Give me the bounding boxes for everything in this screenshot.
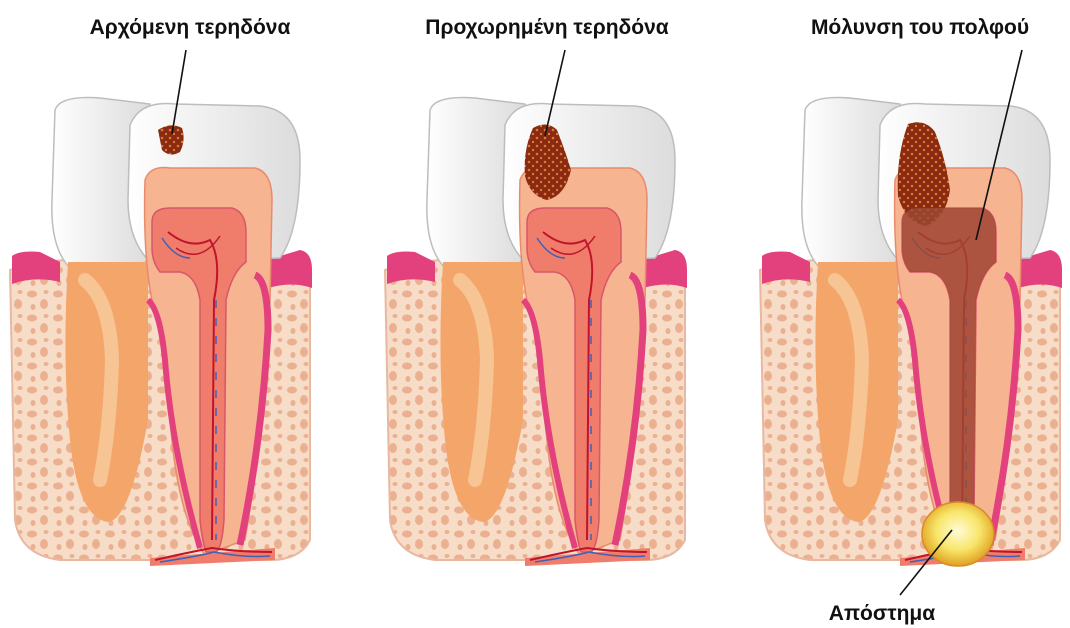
tooth-panel-advanced-caries: Προχωρημένη τερηδόνα <box>385 16 687 566</box>
early-caries-label: Αρχόμενη τερηδόνα <box>90 16 291 39</box>
tooth-panel-early-caries: Αρχόμενη τερηδόνα <box>10 16 312 566</box>
tooth-panel-pulp-infection: Μόλυνση του πολφού Απόστημα <box>760 16 1062 625</box>
abscess-label: Απόστημα <box>829 602 935 625</box>
pulp-infection-label: Μόλυνση του πολφού <box>811 16 1029 39</box>
advanced-caries-label: Προχωρημένη τερηδόνα <box>425 16 668 39</box>
abscess-blob <box>922 502 994 566</box>
